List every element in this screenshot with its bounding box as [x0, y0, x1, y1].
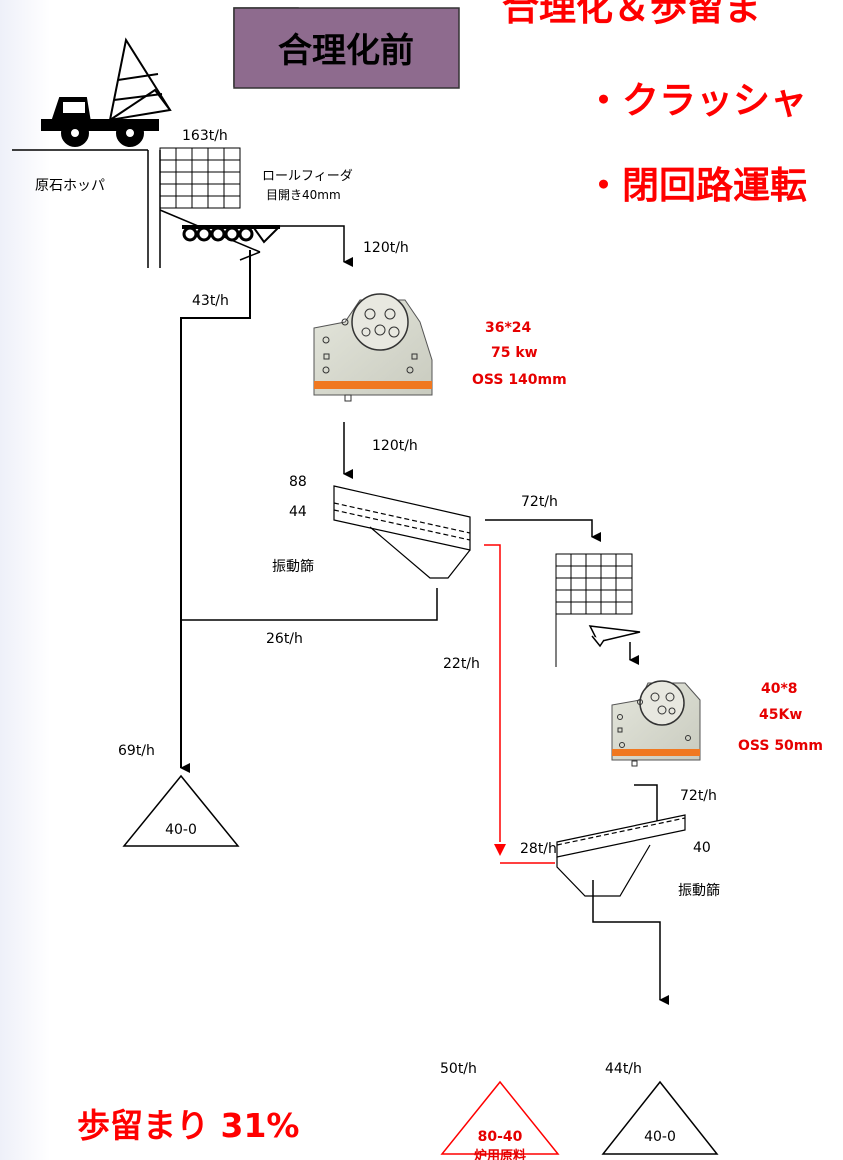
feeder-label: ロールフィーダ — [262, 169, 353, 184]
hopper-label: 原石ホッパ — [35, 178, 105, 194]
crusher1-oss: OSS 140mm — [472, 372, 567, 388]
bullet-crusher: ・クラッシャ — [585, 79, 807, 122]
furnace-arrowhead — [494, 844, 506, 856]
hopper-grid — [159, 147, 241, 209]
yield-label: 歩留まり 31% — [77, 1106, 299, 1145]
bullet-closed-circuit: ・閉回路運転 — [585, 164, 807, 207]
clip-mask — [835, 150, 843, 220]
crusher2-power: 45Kw — [759, 707, 802, 723]
flow-label-crusher-screen: 120t/h — [372, 438, 418, 454]
pile-furnace: 80-40 — [440, 1080, 560, 1155]
flow-screen-secondary — [485, 519, 601, 542]
pile-fines-right: 40-0 — [601, 1080, 719, 1155]
flow-label-furnace-total: 50t/h — [440, 1061, 477, 1077]
flow-screen2-fines — [592, 880, 669, 1005]
pile-fines-right-label: 40-0 — [644, 1129, 676, 1145]
flow-screen-furnace — [484, 544, 501, 842]
vibrating-screen-1 — [333, 485, 471, 579]
furnace-material-label: 炉用原料 — [474, 1148, 526, 1160]
flow-screen-fines — [181, 588, 438, 621]
flow-label-screen2-recirc: 28t/h — [520, 841, 557, 857]
crusher1-size: 36*24 — [485, 320, 532, 336]
secondary-hopper — [555, 553, 633, 667]
flow-label-secondary-fines: 44t/h — [605, 1061, 642, 1077]
roll-feeder-icon — [182, 225, 281, 244]
secondary-crusher-icon — [611, 680, 701, 767]
feeder-spec: 目開き40mm — [266, 188, 341, 202]
flow-label-total-fines: 69t/h — [118, 743, 155, 759]
screen1-label: 振動篩 — [272, 559, 314, 575]
flow-label-feeder-crusher: 120t/h — [363, 240, 409, 256]
dump-truck-icon — [41, 37, 172, 147]
crusher2-oss: OSS 50mm — [738, 738, 823, 754]
crusher1-power: 75 kw — [491, 345, 538, 361]
flow-label-crusher2-screen2: 72t/h — [680, 788, 717, 804]
title-fragment: 合理化＆歩留ま — [502, 0, 761, 29]
screen1-deck-lower: 44 — [289, 504, 307, 520]
flow-label-screen-fines: 26t/h — [266, 631, 303, 647]
flow-crusher2-screen2 — [634, 784, 666, 833]
screen2-deck: 40 — [693, 840, 711, 856]
before-label: 合理化前 — [278, 31, 414, 71]
pile-fines-left-label: 40-0 — [165, 822, 197, 838]
pile-fines-left: 40-0 — [122, 774, 240, 847]
vibrating-feeder-icon — [588, 625, 641, 648]
flow-label-screen-furnace: 22t/h — [443, 656, 480, 672]
screen2-label: 振動篩 — [678, 883, 720, 899]
hopper-inflow: 163t/h — [182, 128, 228, 144]
flow-label-screen-secondary: 72t/h — [521, 494, 558, 510]
vibrating-screen-2 — [556, 814, 686, 897]
pile-furnace-label: 80-40 — [478, 1129, 523, 1145]
flow-bypass — [180, 250, 251, 773]
primary-crusher-icon — [313, 293, 433, 402]
before-badge: 合理化前 — [233, 7, 460, 89]
flow-feeder-crusher — [276, 225, 353, 267]
screen1-deck-upper: 88 — [289, 474, 307, 490]
flow-label-bypass: 43t/h — [192, 293, 229, 309]
crusher2-size: 40*8 — [761, 681, 798, 697]
